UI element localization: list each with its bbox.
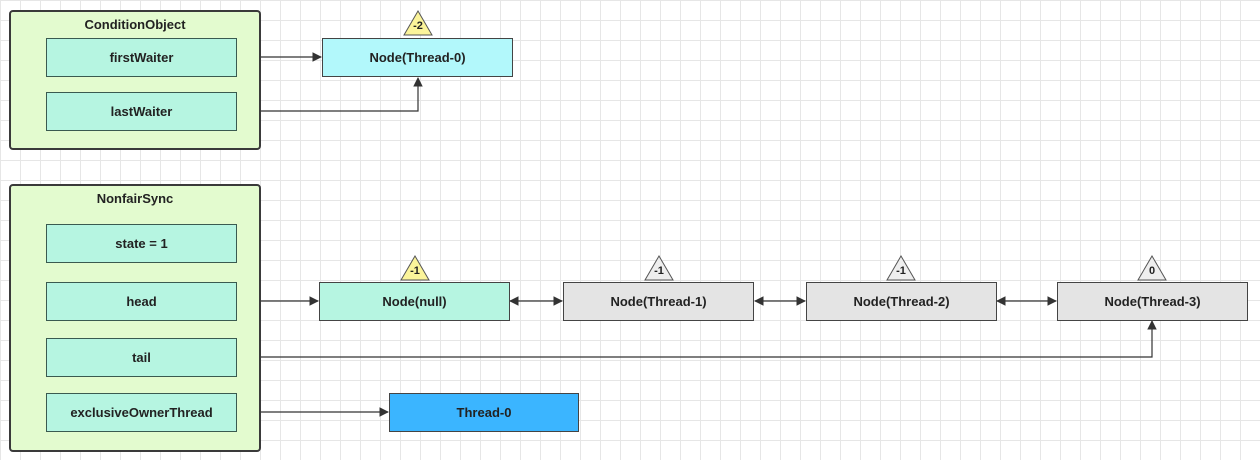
wait-status-badge-condition: -2 — [403, 10, 433, 36]
node-thread-3: Node(Thread-3) — [1057, 282, 1248, 321]
state-field: state = 1 — [46, 224, 237, 263]
last-waiter-arrow — [236, 77, 423, 112]
node-thread-2: Node(Thread-2) — [806, 282, 997, 321]
last-waiter-field: lastWaiter — [46, 92, 237, 131]
nonfair-sync-title: NonfairSync — [96, 191, 174, 206]
owner-thread-0: Thread-0 — [389, 393, 579, 432]
first-waiter-field: firstWaiter — [46, 38, 237, 77]
wait-status-badge-thread-2: -1 — [886, 255, 916, 281]
wait-status-badge-thread-1: -1 — [644, 255, 674, 281]
condition-node-thread-0: Node(Thread-0) — [322, 38, 513, 77]
condition-object-title: ConditionObject — [84, 17, 186, 32]
node-thread-1: Node(Thread-1) — [563, 282, 754, 321]
exclusive-owner-thread-field: exclusiveOwnerThread — [46, 393, 237, 432]
tail-field: tail — [46, 338, 237, 377]
wait-status-badge-null: -1 — [400, 255, 430, 281]
wait-status-badge-thread-3: 0 — [1137, 255, 1167, 281]
node-null: Node(null) — [319, 282, 510, 321]
tail-arrow — [237, 320, 1157, 362]
head-field: head — [46, 282, 237, 321]
